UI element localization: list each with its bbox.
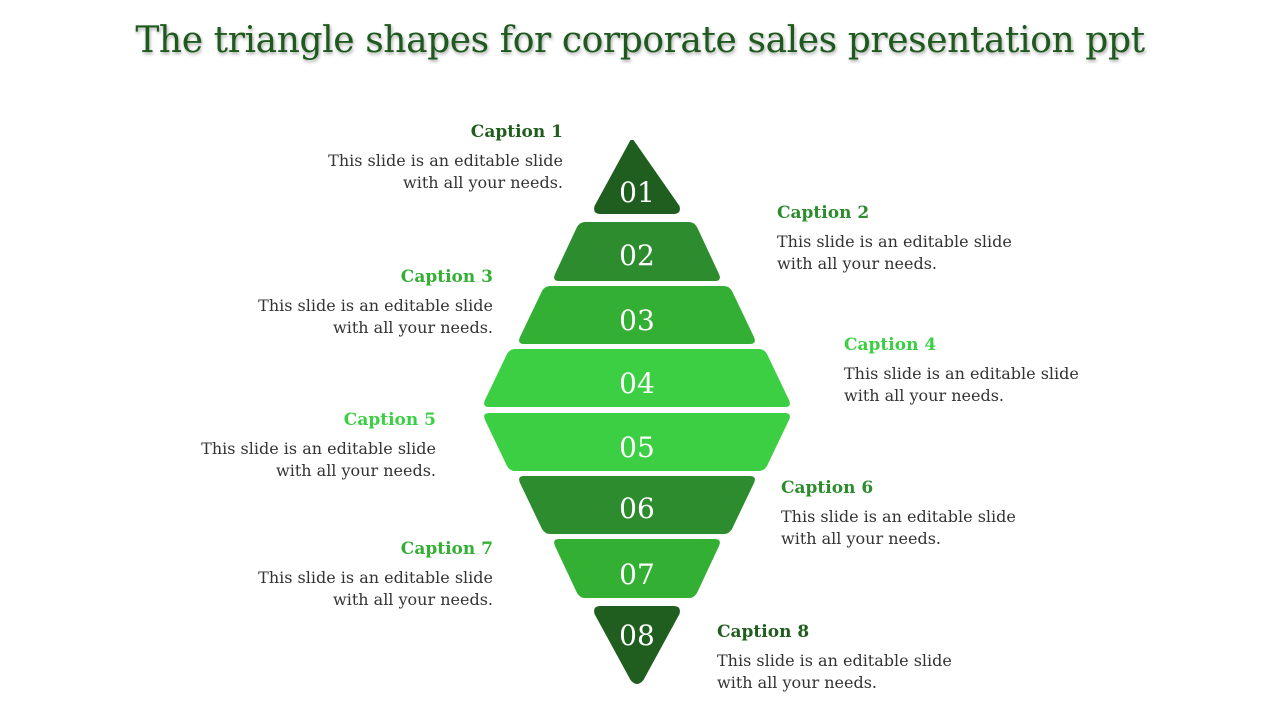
caption-block-3: Caption 3 This slide is an editable slid… bbox=[193, 266, 493, 339]
segment-6-shape bbox=[519, 476, 755, 534]
segment-5-number: 05 bbox=[619, 431, 655, 464]
caption-3-title: Caption 3 bbox=[400, 267, 493, 287]
segment-3-number: 03 bbox=[619, 304, 655, 337]
caption-block-6: Caption 6 This slide is an editable slid… bbox=[781, 477, 1081, 550]
caption-block-8: Caption 8 This slide is an editable slid… bbox=[717, 621, 1017, 694]
segment-2-shape bbox=[554, 222, 720, 281]
segment-5-shape bbox=[484, 413, 790, 471]
segment-8-number: 08 bbox=[619, 619, 655, 652]
caption-block-7: Caption 7 This slide is an editable slid… bbox=[193, 538, 493, 611]
segment-3-shape bbox=[519, 286, 755, 344]
segment-6-number: 06 bbox=[619, 492, 655, 525]
segment-8-shape bbox=[594, 606, 680, 684]
segment-7-shape bbox=[554, 539, 720, 598]
segment-1-number: 01 bbox=[619, 176, 655, 209]
caption-4-title: Caption 4 bbox=[844, 335, 937, 355]
caption-8-title: Caption 8 bbox=[717, 622, 810, 642]
caption-block-1: Caption 1 This slide is an editable slid… bbox=[263, 121, 563, 194]
segment-4-shape bbox=[484, 349, 790, 407]
slide-title: The triangle shapes for corporate sales … bbox=[135, 20, 1145, 61]
caption-block-5: Caption 5 This slide is an editable slid… bbox=[136, 409, 436, 482]
segment-4-number: 04 bbox=[619, 367, 655, 400]
caption-1-title: Caption 1 bbox=[470, 122, 563, 142]
caption-2-title: Caption 2 bbox=[777, 203, 870, 223]
segment-1-shape bbox=[594, 140, 680, 214]
caption-7-title: Caption 7 bbox=[400, 539, 493, 559]
caption-block-2: Caption 2 This slide is an editable slid… bbox=[777, 202, 1077, 275]
caption-block-4: Caption 4 This slide is an editable slid… bbox=[844, 334, 1144, 407]
caption-6-title: Caption 6 bbox=[781, 478, 874, 498]
segment-7-number: 07 bbox=[619, 558, 655, 591]
caption-5-title: Caption 5 bbox=[343, 410, 436, 430]
segment-2-number: 02 bbox=[619, 239, 655, 272]
